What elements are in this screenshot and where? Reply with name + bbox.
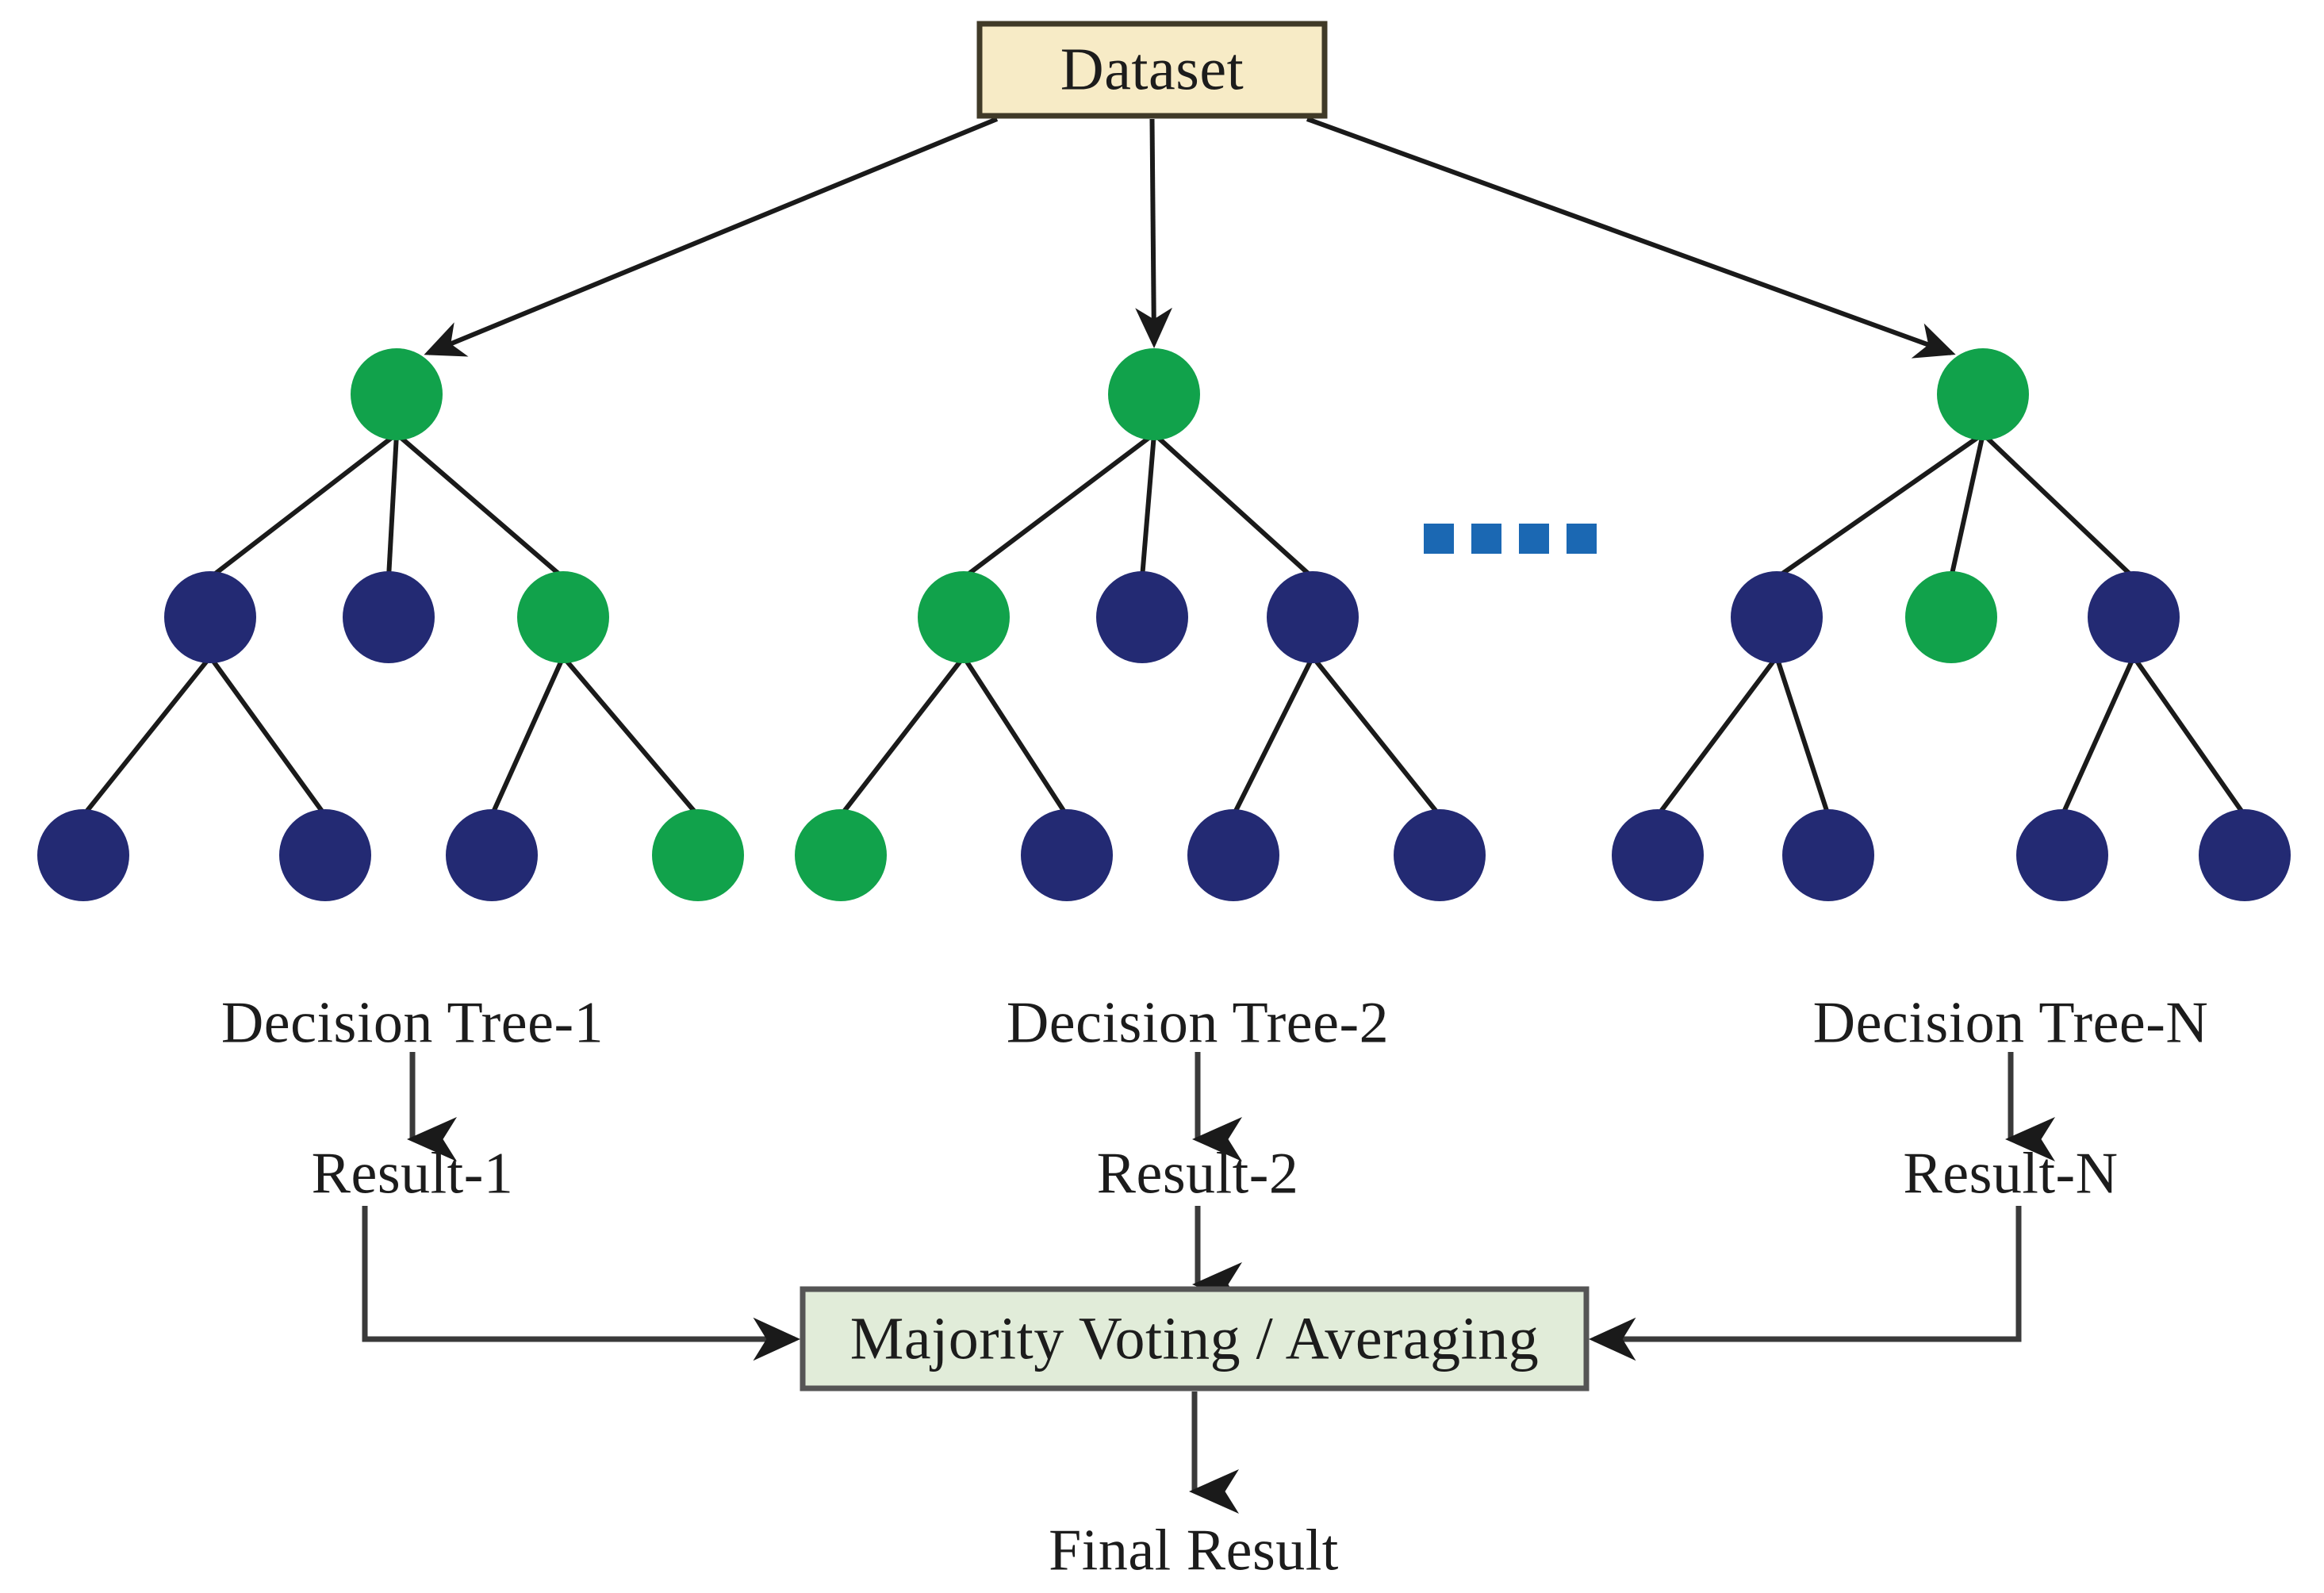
tree-edges [81, 432, 2247, 817]
tree-1-level2-node-2 [517, 571, 609, 663]
dataset-to-tree-n-arrow [1306, 117, 1956, 359]
tree-2-edge-leaf-3 [1310, 655, 1442, 817]
tree-1-edge-leaf-2 [489, 655, 566, 817]
tree-1-leaf-node-3 [652, 809, 744, 901]
tree-n-edge-root-2 [1981, 432, 2136, 580]
tree-2-edge-root-2 [1152, 432, 1315, 580]
tree-2-level2-node-2 [1267, 571, 1359, 663]
tree-1-edge-root-2 [395, 432, 565, 580]
tree-n-result-to-voting-arrow [1589, 1206, 2022, 1361]
tree-nodes [37, 348, 2291, 901]
tree-1-level2-node-1 [343, 571, 435, 663]
tree-n-leaf-node-3 [2199, 809, 2291, 901]
tree-1-level2-node-0 [164, 571, 256, 663]
tree-1-leaf-node-1 [279, 809, 371, 901]
dataset-box-label: Dataset [1060, 36, 1244, 103]
tree-n-edge-root-0 [1775, 432, 1985, 580]
tree-1-result-to-voting-arrow [362, 1206, 800, 1361]
continuation-square-1 [1424, 524, 1454, 554]
tree-1-root-node [351, 348, 443, 440]
dataset-distribution-arrows [424, 117, 1956, 359]
tree-n-edge-leaf-3 [2131, 655, 2247, 817]
dataset-box [976, 21, 1328, 119]
result-flow-connectors [362, 1052, 2055, 1514]
tree-n-edge-leaf-0 [1655, 655, 1779, 817]
tree-2-leaf-node-0 [795, 809, 887, 901]
tree-n-root-node [1937, 348, 2029, 440]
tree-2-edge-root-0 [962, 432, 1156, 580]
tree-1-edge-root-1 [386, 433, 399, 578]
tree-2-level2-node-1 [1096, 571, 1188, 663]
result-label-1: Result-1 [311, 1141, 514, 1207]
tree-1-leaf-node-2 [446, 809, 538, 901]
tree-label-2: Decision Tree-2 [1006, 990, 1390, 1056]
continuation-square-3 [1519, 524, 1549, 554]
tree-label-1: Decision Tree-1 [221, 990, 604, 1056]
tree-n-edge-root-1 [1949, 433, 1985, 578]
tree-2-root-node [1108, 348, 1200, 440]
tree-n-leaf-node-0 [1612, 809, 1704, 901]
dataset-to-tree-2-arrow [1135, 118, 1173, 348]
majority-voting-box-label: Majority Voting / Averaging [849, 1305, 1540, 1372]
tree-1-edge-leaf-1 [208, 655, 328, 817]
tree-2-leaf-node-3 [1394, 809, 1486, 901]
tree-n-level2-node-1 [1905, 571, 1997, 663]
tree-n-leaf-node-1 [1782, 809, 1874, 901]
final-result-label: Final Result [1049, 1518, 1339, 1583]
tree-2-leaf-node-2 [1187, 809, 1279, 901]
tree-label-n: Decision Tree-N [1812, 990, 2209, 1056]
tree-2-edge-leaf-2 [1231, 655, 1315, 817]
result-label-n: Result-N [1903, 1141, 2119, 1207]
tree-1-edge-leaf-3 [561, 655, 700, 817]
tree-1-leaf-node-0 [37, 809, 129, 901]
tree-2-leaf-node-1 [1021, 809, 1113, 901]
tree-1-edge-root-0 [209, 432, 398, 580]
continuation-square-4 [1567, 524, 1597, 554]
tree-2-edge-leaf-0 [838, 655, 966, 817]
tree-2-level2-node-0 [918, 571, 1010, 663]
tree-n-edge-leaf-2 [2060, 655, 2136, 817]
tree-2-edge-root-1 [1140, 433, 1156, 578]
tree-n-level2-node-2 [2088, 571, 2180, 663]
majority-voting-box [800, 1286, 1590, 1391]
continuation-square-2 [1471, 524, 1501, 554]
continuation-squares [1424, 524, 1597, 554]
tree-n-edge-leaf-1 [1774, 656, 1831, 816]
tree-1-edge-leaf-0 [81, 655, 213, 817]
tree-n-level2-node-0 [1731, 571, 1823, 663]
result-label-2: Result-2 [1096, 1141, 1299, 1207]
diagram-boxes [800, 21, 1590, 1391]
tree-n-leaf-node-2 [2016, 809, 2108, 901]
dataset-to-tree-1-arrow [424, 117, 999, 357]
tree-2-edge-leaf-1 [961, 655, 1069, 817]
